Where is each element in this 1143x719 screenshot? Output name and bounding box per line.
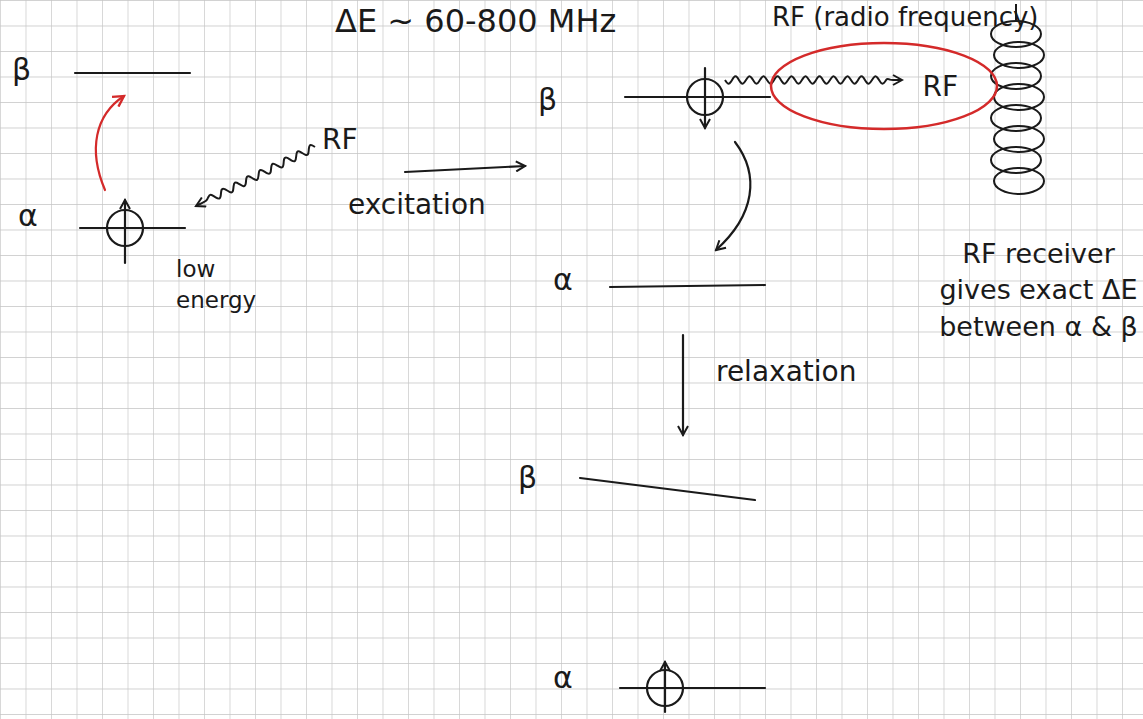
coil-loop	[994, 42, 1044, 68]
coil-loop	[994, 168, 1044, 194]
energy-level	[75, 72, 190, 74]
sketch-label: α	[553, 262, 573, 298]
rf-wave	[725, 76, 902, 83]
handwritten-text: RF (radio frequency)	[772, 2, 1039, 33]
handwritten-text: α	[18, 198, 38, 234]
sketch-label: RF	[322, 123, 358, 157]
node-text: RF	[922, 70, 958, 103]
handwritten-text: RF	[322, 123, 358, 157]
rf-wave	[196, 145, 315, 206]
spin-arrow	[124, 200, 126, 263]
energy-level	[610, 285, 765, 287]
handwritten-text: β	[538, 82, 557, 118]
red-ring	[768, 40, 1000, 132]
circled-callout: RF	[768, 40, 1000, 132]
coil-loop	[991, 105, 1041, 131]
transition-arrow	[716, 142, 750, 250]
handwritten-text: β	[518, 460, 537, 496]
sketch-label: α	[553, 660, 573, 696]
sketch-label: low energy	[176, 254, 276, 316]
handwritten-text: ΔE ~ 60-800 MHz	[335, 2, 616, 40]
sketch-label: β	[12, 52, 31, 88]
process-arrow	[405, 166, 525, 172]
sketch-label: α	[18, 198, 38, 234]
handwritten-text: β	[12, 52, 31, 88]
sketch-label: RF (radio frequency)	[772, 2, 1039, 33]
process-arrow	[682, 335, 684, 435]
sketch-label: relaxation	[716, 355, 856, 389]
handwritten-text: α	[553, 660, 573, 696]
coil-loop	[991, 147, 1041, 173]
spin-arrow	[664, 662, 666, 712]
energy-level	[625, 96, 770, 98]
spin-arrow	[704, 68, 706, 128]
sketch-label: RF receiver gives exact ΔE between α & β	[936, 236, 1141, 345]
sketch-label: β	[518, 460, 537, 496]
handwritten-text: excitation	[348, 188, 486, 222]
energy-level	[80, 227, 185, 229]
energy-level	[580, 478, 755, 500]
coil-loop	[994, 126, 1044, 152]
coil-loop	[994, 84, 1044, 110]
energy-level	[620, 687, 765, 689]
handwritten-text: RF receiver gives exact ΔE between α & β	[936, 236, 1141, 345]
sketch-label: β	[538, 82, 557, 118]
transition-arrow	[96, 96, 124, 190]
coil-loop	[991, 63, 1041, 89]
red-ellipse	[771, 43, 997, 129]
handwritten-text: α	[553, 262, 573, 298]
handwritten-text: low energy	[176, 254, 276, 316]
sketch-label: excitation	[348, 188, 486, 222]
sketch-label: ΔE ~ 60-800 MHz	[335, 2, 616, 40]
handwritten-text: relaxation	[716, 355, 856, 389]
